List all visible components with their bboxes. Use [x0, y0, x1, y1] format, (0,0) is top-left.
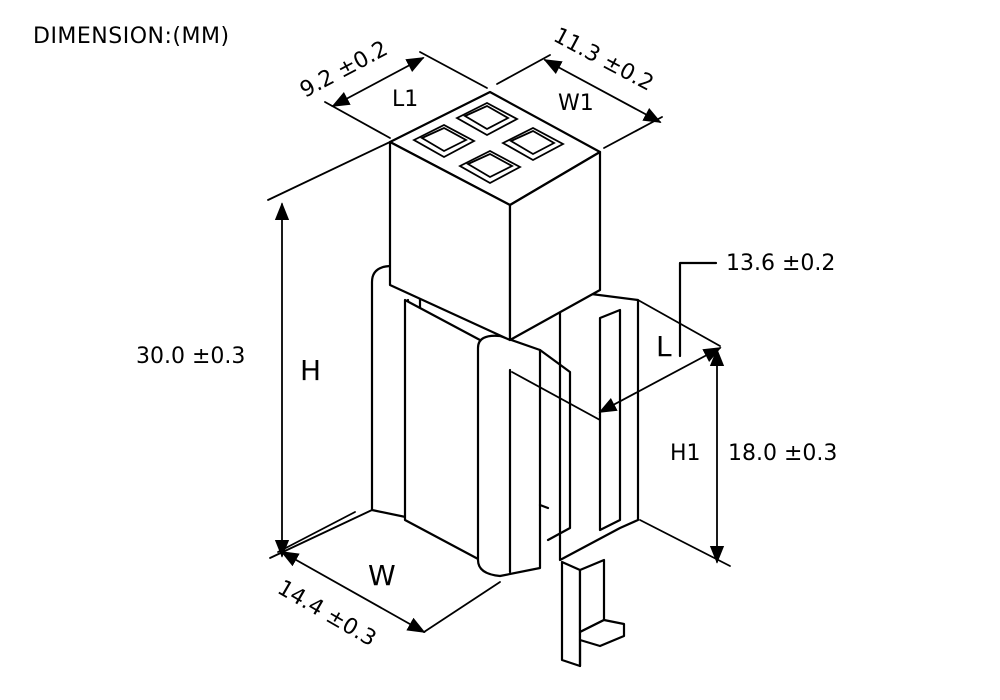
h1-symbol: H1 [670, 441, 701, 466]
h1-value: 18.0 ±0.3 [728, 441, 837, 466]
l-symbol: L [656, 330, 672, 363]
drawing-title: DIMENSION:(MM) [33, 24, 230, 49]
top-housing [388, 90, 602, 342]
h-symbol: H [300, 354, 321, 387]
housing-right-rib [598, 308, 622, 532]
l-value: 13.6 ±0.2 [726, 251, 835, 276]
w-value: 14.4 ±0.3 [273, 576, 380, 652]
dimension-lines [267, 51, 731, 633]
lower-housing [370, 264, 640, 578]
w1-value: 11.3 ±0.2 [549, 23, 657, 96]
h-value: 30.0 ±0.3 [136, 344, 245, 369]
right-face [508, 150, 602, 342]
l1-value: 9.2 ±0.2 [296, 36, 392, 103]
w-symbol: W [368, 559, 396, 592]
cavity-openings [412, 101, 565, 185]
w1-symbol: W1 [558, 91, 594, 116]
terminal-pin [560, 558, 626, 668]
l1-symbol: L1 [392, 87, 418, 112]
housing-front-panel [403, 298, 482, 562]
